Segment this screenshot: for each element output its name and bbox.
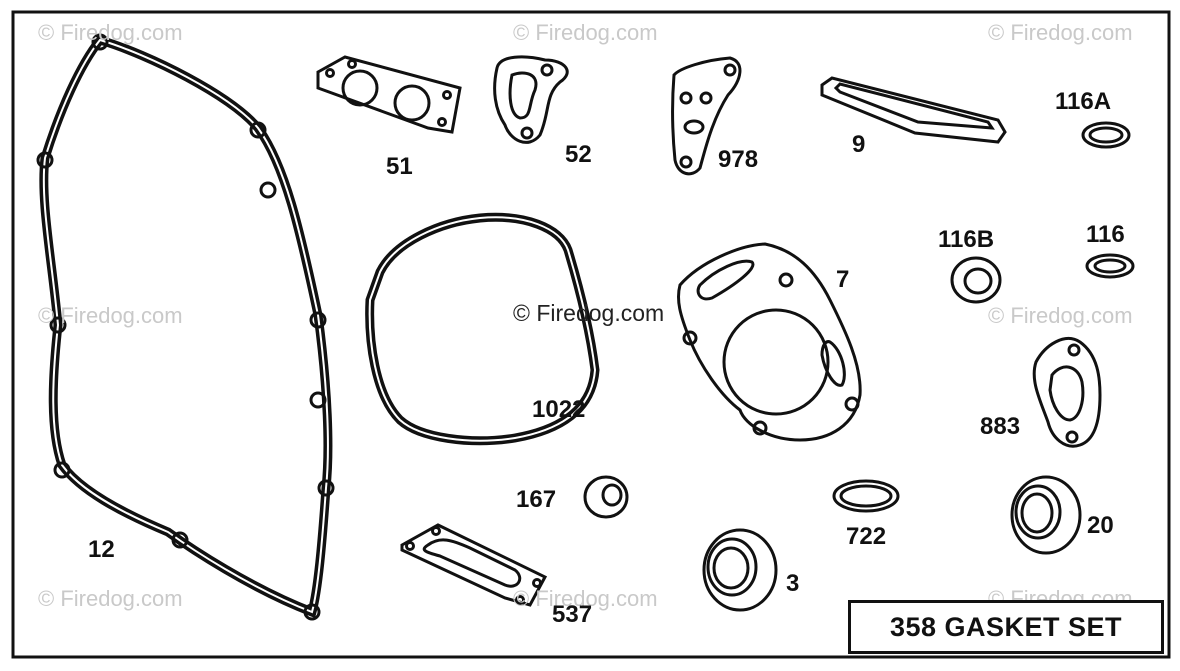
title-box: 358 GASKET SET — [848, 600, 1164, 654]
part-label-12: 12 — [88, 536, 115, 563]
part-label-7: 7 — [836, 266, 850, 293]
part-label-537: 537 — [552, 601, 593, 628]
part-label-116: 116 — [1086, 221, 1125, 248]
part-label-9: 9 — [852, 131, 866, 158]
diagram-frame — [11, 10, 1171, 659]
part-12-gasket — [36, 33, 335, 621]
part-722-ring — [832, 479, 900, 513]
watermark: © Firedog.com — [513, 20, 658, 45]
part-label-722: 722 — [846, 523, 887, 550]
part-label-167: 167 — [516, 486, 557, 513]
watermark: © Firedog.com — [988, 303, 1133, 328]
part-label-3: 3 — [786, 570, 800, 597]
watermark: © Firedog.com — [988, 20, 1133, 45]
part-9-gasket — [820, 76, 1007, 144]
part-label-116b: 116B — [938, 226, 995, 253]
part-label-51: 51 — [386, 153, 413, 180]
part-label-20: 20 — [1087, 512, 1114, 539]
part-116-ring — [1085, 253, 1135, 279]
part-116b-seal — [950, 256, 1002, 304]
part-883-gasket — [1032, 337, 1102, 448]
part-label-1022: 1022 — [532, 396, 586, 423]
part-167-seal — [583, 475, 629, 519]
watermark: © Firedog.com — [38, 20, 183, 45]
watermark: © Firedog.com — [513, 586, 658, 611]
part-3-oil-seal — [702, 528, 778, 612]
part-7-head-gasket — [676, 242, 862, 442]
watermark: © Firedog.com — [38, 303, 183, 328]
watermark-center: © Firedog.com — [513, 300, 665, 326]
part-label-52: 52 — [565, 141, 592, 168]
part-label-116a: 116A — [1055, 88, 1112, 115]
watermark: © Firedog.com — [38, 586, 183, 611]
part-label-883: 883 — [980, 413, 1021, 440]
part-52-gasket — [493, 55, 569, 144]
part-116a-ring — [1081, 121, 1131, 149]
part-20-oil-seal — [1010, 475, 1082, 555]
diagram-title: 358 GASKET SET — [889, 611, 1123, 642]
part-1022-gasket — [365, 212, 600, 446]
part-978-gasket — [671, 56, 742, 176]
part-51-gasket — [316, 55, 462, 134]
part-label-978: 978 — [718, 146, 759, 173]
part-537-gasket — [400, 523, 548, 607]
